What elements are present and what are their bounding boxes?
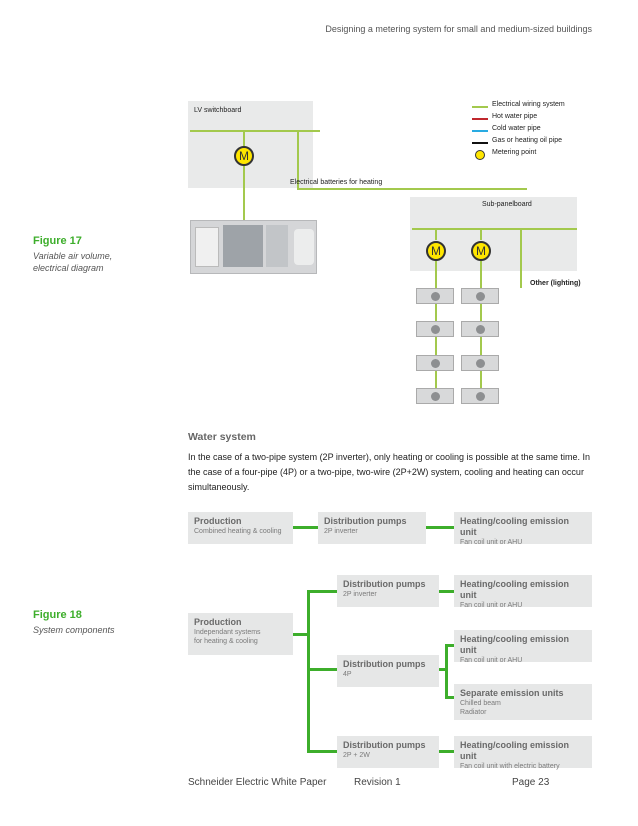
figure-18-caption: System components	[33, 625, 115, 635]
figure-17-legend: Electrical wiring system Hot water pipe …	[472, 101, 600, 161]
lv-switchboard-label: LV switchboard	[194, 107, 242, 114]
wiring-line	[297, 188, 527, 190]
connector-line	[307, 668, 337, 671]
fan-coil-unit-icon	[416, 388, 454, 404]
emission-unit-2p-box: Heating/cooling emission unit Fan coil u…	[454, 575, 592, 609]
connector-line	[439, 668, 447, 671]
page-header: Designing a metering system for small an…	[325, 24, 592, 34]
production-box: Production Combined heating & cooling	[188, 512, 293, 544]
connector-branch	[445, 644, 448, 698]
distribution-pumps-box: Distribution pumps 2P inverter	[318, 512, 426, 544]
legend-swatch	[472, 142, 488, 144]
legend-item: Hot water pipe	[472, 113, 600, 125]
box-title: Heating/cooling emission unit	[460, 740, 570, 761]
footer-left: Schneider Electric White Paper	[188, 777, 327, 788]
wiring-line	[520, 228, 522, 288]
separate-emission-units-box: Separate emission units Chilled beam Rad…	[454, 684, 592, 720]
fan-coil-unit-icon	[416, 288, 454, 304]
box-title: Production	[194, 617, 242, 627]
emission-unit-box: Heating/cooling emission unit Fan coil u…	[454, 512, 592, 546]
connector-line	[426, 526, 454, 529]
legend-label: Hot water pipe	[492, 113, 538, 120]
legend-label: Electrical wiring system	[492, 101, 565, 108]
box-title: Heating/cooling emission unit	[460, 516, 570, 537]
box-subtitle: Independant systems for heating & coolin…	[194, 629, 261, 645]
meter-m-icon: M	[471, 241, 491, 261]
box-subtitle: Fan coil unit or AHU	[460, 602, 523, 609]
lv-switchboard-panel	[188, 101, 313, 188]
fan-coil-unit-icon	[461, 355, 499, 371]
box-subtitle: Fan coil unit or AHU	[460, 539, 523, 546]
box-title: Distribution pumps	[343, 659, 426, 669]
box-title: Separate emission units	[460, 688, 564, 698]
box-subtitle: 2P inverter	[324, 528, 358, 535]
figure-17-title: Figure 17	[33, 235, 82, 247]
connector-line	[293, 526, 318, 529]
footer-revision: Revision 1	[354, 777, 401, 788]
connector-line	[445, 644, 454, 647]
legend-swatch	[472, 130, 488, 132]
box-title: Production	[194, 516, 242, 526]
air-handling-unit-image	[190, 220, 317, 274]
box-subtitle: 2P + 2W	[343, 752, 370, 759]
sub-panelboard-label: Sub-panelboard	[482, 201, 532, 208]
legend-swatch	[472, 118, 488, 120]
emission-unit-4p-box: Heating/cooling emission unit Fan coil u…	[454, 630, 592, 664]
fan-coil-unit-icon	[461, 321, 499, 337]
legend-swatch	[472, 106, 488, 108]
wiring-line	[412, 228, 577, 230]
production-independent-box: Production Independant systems for heati…	[188, 613, 293, 655]
box-title: Distribution pumps	[343, 579, 426, 589]
wiring-line	[190, 130, 320, 132]
fan-coil-unit-icon	[416, 321, 454, 337]
box-subtitle: 4P	[343, 671, 352, 678]
box-subtitle: Fan coil unit or AHU	[460, 657, 523, 664]
water-system-body: In the case of a two-pipe system (2P inv…	[188, 452, 591, 492]
other-lighting-label: Other (lighting)	[530, 280, 581, 287]
legend-item: Cold water pipe	[472, 125, 600, 137]
connector-line	[439, 590, 454, 593]
fan-coil-unit-icon	[416, 355, 454, 371]
metering-point-icon	[475, 150, 485, 160]
fan-coil-unit-icon	[461, 388, 499, 404]
footer-page-number: Page 23	[512, 777, 550, 788]
wiring-line	[435, 228, 437, 240]
box-subtitle: Fan coil unit with electric battery	[460, 763, 560, 770]
box-subtitle: 2P inverter	[343, 591, 377, 598]
fan-coil-unit-icon	[461, 288, 499, 304]
water-system-heading: Water system	[188, 431, 256, 443]
figure-17-caption: Variable air volume, electrical diagram	[33, 251, 113, 273]
legend-label: Metering point	[492, 149, 537, 156]
box-title: Heating/cooling emission unit	[460, 634, 570, 655]
figure-18-title: Figure 18	[33, 609, 82, 621]
box-title: Heating/cooling emission unit	[460, 579, 570, 600]
distribution-pumps-2p2w-box: Distribution pumps 2P + 2W	[337, 736, 439, 768]
electrical-batteries-label: Electrical batteries for heating	[290, 179, 383, 186]
box-title: Distribution pumps	[324, 516, 407, 526]
box-title: Distribution pumps	[343, 740, 426, 750]
legend-item: Electrical wiring system	[472, 101, 600, 113]
connector-line	[307, 590, 337, 593]
distribution-pumps-2p-box: Distribution pumps 2P inverter	[337, 575, 439, 607]
connector-trunk	[307, 592, 310, 752]
connector-line	[307, 750, 337, 753]
meter-m-icon: M	[426, 241, 446, 261]
box-subtitle: Chilled beam Radiator	[460, 700, 501, 716]
distribution-pumps-4p-box: Distribution pumps 4P	[337, 655, 439, 687]
figure-17-diagram: LV switchboard Sub-panelboard Electrical…	[180, 95, 600, 415]
box-subtitle: Combined heating & cooling	[194, 528, 282, 535]
legend-item: Gas or heating oil pipe	[472, 137, 600, 149]
connector-line	[439, 750, 454, 753]
connector-line	[445, 696, 454, 699]
legend-label: Gas or heating oil pipe	[492, 137, 563, 144]
wiring-line	[297, 130, 299, 190]
legend-label: Cold water pipe	[492, 125, 541, 132]
legend-item: Metering point	[472, 149, 600, 161]
meter-m-icon: M	[234, 146, 254, 166]
connector-line	[293, 633, 309, 636]
wiring-line	[243, 130, 245, 146]
wiring-line	[480, 228, 482, 240]
emission-unit-2p2w-box: Heating/cooling emission unit Fan coil u…	[454, 736, 592, 770]
wiring-line	[243, 165, 245, 220]
